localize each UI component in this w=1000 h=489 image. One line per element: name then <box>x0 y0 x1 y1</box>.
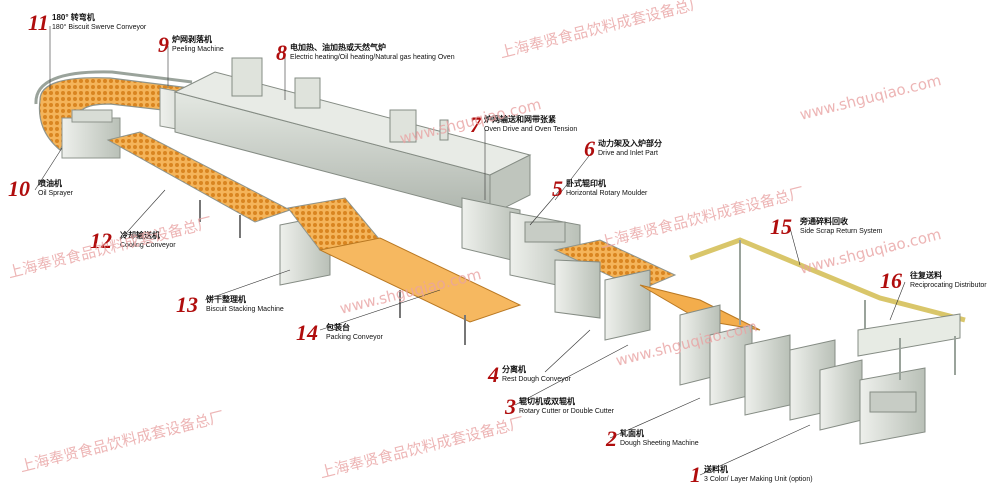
label-cn: 炉网剥落机 <box>172 35 212 44</box>
label-cn: 炉网输送和网带张紧 <box>484 115 556 124</box>
label-cn: 辊切机或双辊机 <box>519 397 575 406</box>
label-en: Rotary Cutter or Double Cutter <box>519 408 614 415</box>
label-en: Peeling Machine <box>172 46 224 53</box>
step-number: 13 <box>176 292 198 317</box>
leader-lines <box>34 26 906 476</box>
step-number: 14 <box>296 320 318 345</box>
step-number: 10 <box>8 176 30 201</box>
label-en: Oven Drive and Oven Tension <box>484 126 578 133</box>
step-number: 4 <box>488 362 499 387</box>
label-cn: 旁通碎料回收 <box>800 217 848 226</box>
label-en: Biscuit Stacking Machine <box>206 306 284 313</box>
step-number: 9 <box>158 32 169 57</box>
label-cn: 卧式辊印机 <box>566 179 606 188</box>
label-cn: 电加热、油加热或天然气炉 <box>290 43 386 52</box>
step-number: 6 <box>584 136 595 161</box>
label-en: Cooling Conveyor <box>120 242 176 249</box>
step-number: 11 <box>28 10 49 35</box>
label-en: Electric heating/Oil heating/Natural gas… <box>290 54 455 61</box>
rotary-cutter <box>604 269 761 341</box>
label-cn: 喷油机 <box>38 179 62 188</box>
step-number: 7 <box>470 112 481 137</box>
label-cn: 180° 转弯机 <box>52 13 95 22</box>
label-cn: 饼干整理机 <box>206 295 246 304</box>
label-en: Dough Sheeting Machine <box>620 440 699 447</box>
dough-sheeting-machines <box>679 304 863 431</box>
label-en: Side Scrap Return System <box>800 228 883 235</box>
label-en: Drive and Inlet Part <box>598 150 658 157</box>
step-number: 16 <box>880 268 902 293</box>
label-cn: 冷却输送机 <box>120 231 160 240</box>
stacking-machine <box>279 197 381 286</box>
label-en: Rest Dough Conveyor <box>502 376 571 383</box>
layer-making-unit <box>859 367 926 445</box>
packing-conveyor <box>318 237 522 345</box>
step-number: 15 <box>770 214 792 239</box>
step-number: 8 <box>276 40 287 65</box>
label-cn: 往复送料 <box>910 271 942 280</box>
step-number: 5 <box>552 176 563 201</box>
label-en: Packing Conveyor <box>326 334 383 341</box>
label-en: 3 Color/ Layer Making Unit (option) <box>704 476 813 483</box>
oven <box>173 57 532 216</box>
label-en: Horizontal Rotary Moulder <box>566 190 648 197</box>
step-number: 1 <box>690 462 701 487</box>
label-cn: 动力架及入炉部分 <box>598 139 662 148</box>
label-en: Reciprocating Distributor <box>910 282 987 289</box>
swerve-conveyor <box>34 70 193 151</box>
label-en: 180° Biscuit Swerve Conveyor <box>52 24 147 31</box>
scrap-return-system <box>689 237 966 380</box>
oil-sprayer <box>61 109 121 159</box>
step-number: 12 <box>90 228 112 253</box>
label-cn: 包装台 <box>326 323 350 332</box>
label-cn: 分离机 <box>502 365 526 374</box>
label-cn: 轧面机 <box>620 429 644 438</box>
label-en: Oil Sprayer <box>38 190 74 197</box>
label-cn: 送料机 <box>704 465 728 474</box>
step-number: 3 <box>505 394 516 419</box>
step-number: 2 <box>606 426 617 451</box>
